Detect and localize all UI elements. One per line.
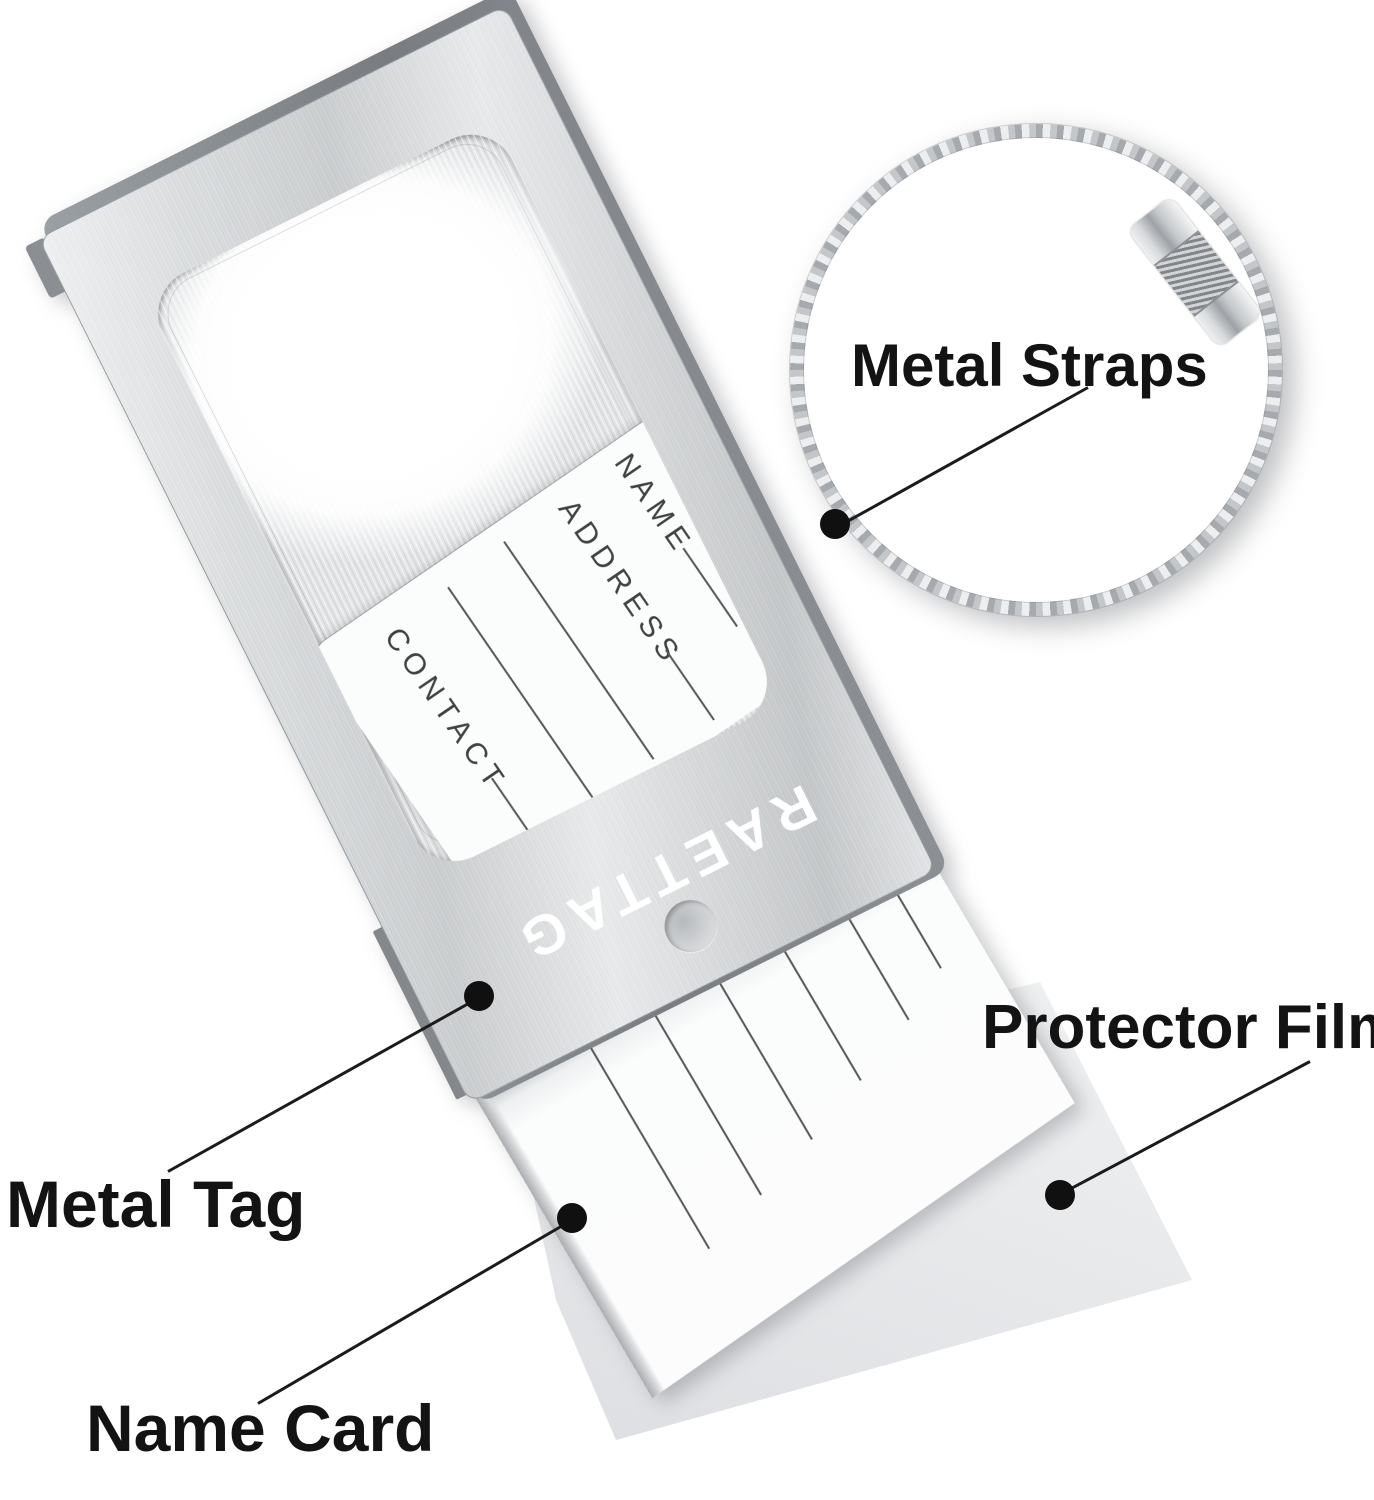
card-field-contact: CONTACT — [377, 621, 514, 799]
label-metal-tag: Metal Tag — [6, 1167, 306, 1241]
metal-strap-loop — [790, 124, 1282, 616]
pointer-dot-metal-tag — [464, 981, 494, 1011]
label-protector-film: Protector Film — [982, 993, 1374, 1062]
tag-window-cutout: NAME ADDRESS CONTACT — [142, 119, 783, 877]
label-metal-straps: Metal Straps — [851, 332, 1208, 399]
card-write-line — [709, 965, 813, 1140]
pointer-dot-protector-film — [1045, 1180, 1075, 1210]
metal-strap-loop-inner — [804, 138, 1268, 602]
pointer-line-metal-tag — [167, 996, 480, 1173]
card-field-name: NAME — [607, 447, 700, 562]
card-write-line — [587, 1041, 711, 1249]
pointer-dot-name-card — [557, 1203, 587, 1233]
pointer-line-name-card — [257, 1220, 571, 1405]
card-write-line — [682, 547, 738, 628]
card-write-line — [665, 649, 715, 721]
luggage-tag: NAME ADDRESS CONTACT RAETTAG — [24, 0, 934, 1102]
card-write-line — [648, 1003, 762, 1195]
pointer-dot-metal-straps — [820, 509, 850, 539]
card-write-line — [491, 777, 537, 843]
